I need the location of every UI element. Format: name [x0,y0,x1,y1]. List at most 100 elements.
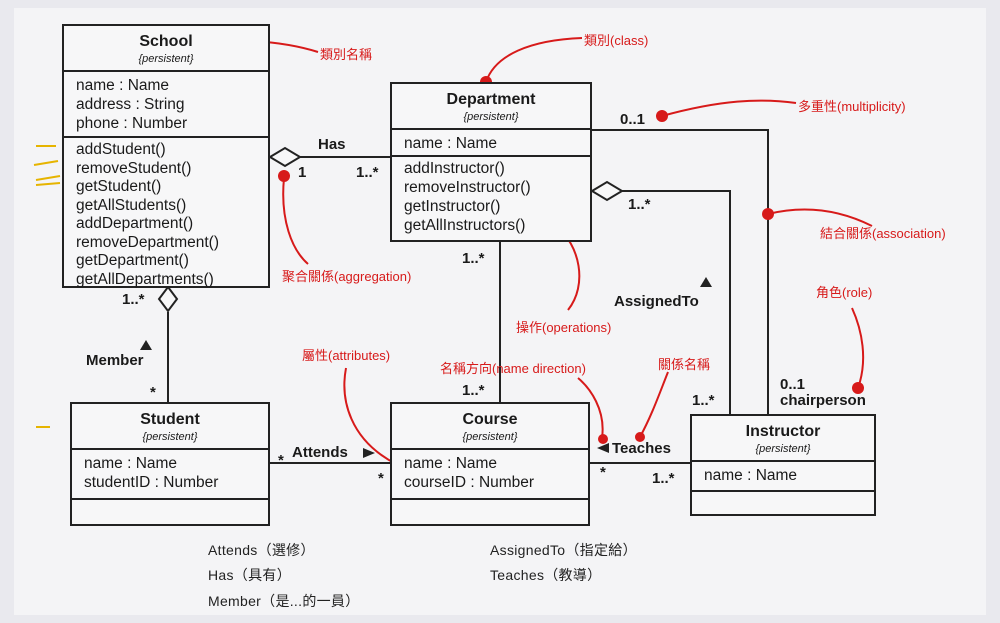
operation: getInstructor() [404,198,501,215]
attribute: address : String [76,96,185,113]
multiplicity-label: 1..* [692,392,715,409]
legend-member: Member（是...的一員） [208,593,360,609]
assignedto-association-line [622,190,731,414]
multiplicity-label: 1..* [356,164,379,181]
class-title: Course [462,411,518,428]
course-operations [392,498,588,500]
operation: removeDepartment() [76,233,219,251]
attribute: name : Name [84,455,178,472]
legend-attends: Attends（選修） [208,542,315,558]
chairperson-role-label: chairperson [780,392,866,409]
multiplicity-label: * [150,384,156,401]
instructor-operations [692,490,874,492]
attribute: name : Name [76,77,170,94]
has-aggregation-diamond [268,146,302,168]
assignedto-direction-arrow [700,277,712,287]
member-label: Member [86,352,144,369]
annotation-attributes: 屬性(attributes) [302,348,391,363]
annotation-multiplicity: 多重性(multiplicity) [798,99,906,114]
student-attributes: name : Name studentID : Number [72,448,268,498]
legend-has: Has（具有） [208,567,291,583]
member-aggregation-diamond [157,285,179,313]
attribute: studentID : Number [84,474,219,491]
annotation-dot [656,110,668,122]
legend-teaches: Teaches（教導） [490,567,602,583]
annotation-dot [278,170,290,182]
school-name-compartment: School {persistent} [64,26,268,70]
annotation-dot [635,432,645,442]
annotation-aggregation: 聚合關係(aggregation) [282,269,412,284]
course-name-compartment: Course {persistent} [392,404,588,448]
attributes-pointer [343,367,397,465]
annotation-class: 類別(class) [584,33,649,48]
multiplicity-label: 0..1 [620,111,646,128]
teaches-direction-arrow [597,443,609,453]
multiplicity-label: 1..* [122,291,145,308]
multiplicity-label: * [600,464,606,481]
class-stereotype: {persistent} [462,431,518,443]
operation: getDepartment() [76,252,189,269]
class-stereotype: {persistent} [463,111,519,123]
class-title: Department [446,91,536,108]
class-title: School [139,33,193,50]
highlight-mark [35,175,61,181]
student-name-compartment: Student {persistent} [72,404,268,448]
annotation-dot [598,434,608,444]
attribute: phone : Number [76,115,188,132]
chairperson-association-line [590,129,769,414]
attribute: name : Name [404,135,498,152]
instructor-attributes: name : Name [692,460,874,490]
multiplicity-pointer [661,99,797,117]
department-class: Department {persistent} name : Name addI… [390,82,592,242]
operation: removeStudent() [76,159,192,177]
has-label: Has [318,136,346,153]
association-pointer [767,208,873,227]
student-class: Student {persistent} name : Name student… [70,402,270,526]
instructor-name-compartment: Instructor {persistent} [692,416,874,460]
name-direction-pointer [577,377,604,439]
class-stereotype: {persistent} [142,431,198,443]
aggregation-pointer [282,177,309,265]
class-stereotype: {persistent} [138,53,194,65]
operation: removeInstructor() [404,179,531,196]
school-operations: addStudent() removeStudent() getStudent(… [64,136,268,292]
multiplicity-label: * [378,470,384,487]
course-class: Course {persistent} name : Name courseID… [390,402,590,526]
class-stereotype: {persistent} [755,443,811,455]
operation: getAllInstructors() [404,217,526,234]
annotation-relation-name: 關係名稱 [658,357,711,372]
class-pointer [485,37,583,83]
multiplicity-label: 1..* [462,382,485,399]
class-title: Student [140,411,200,428]
instructor-class: Instructor {persistent} name : Name [690,414,876,516]
department-operations: addInstructor() removeInstructor() getIn… [392,155,590,237]
operation: getAllStudents() [76,196,187,214]
assignedto-aggregation-diamond [590,180,624,202]
relation-name-pointer [639,371,669,438]
school-attributes: name : Name address : String phone : Num… [64,70,268,136]
operation: addInstructor() [404,160,505,177]
highlight-mark [33,160,59,166]
annotation-role: 角色(role) [816,285,873,300]
annotation-operations: 操作(operations) [516,320,612,335]
school-class: School {persistent} name : Name address … [62,24,270,288]
highlight-mark [35,182,61,186]
teaches-label: Teaches [612,440,671,457]
multiplicity-label: * [278,452,284,469]
multiplicity-label: 1..* [628,196,651,213]
attends-label: Attends [292,444,348,461]
role-pointer [851,307,865,389]
operation: getStudent() [76,178,162,195]
operation: addDepartment() [76,215,194,232]
multiplicity-label: 1 [298,164,307,181]
operation: addStudent() [76,141,166,158]
attribute: courseID : Number [404,474,535,491]
department-name-compartment: Department {persistent} [392,84,590,128]
class-title: Instructor [745,423,821,440]
attribute: name : Name [404,455,498,472]
student-operations [72,498,268,500]
attribute: name : Name [704,467,798,484]
attends-direction-arrow [363,448,375,458]
multiplicity-label: 0..1 [780,376,806,393]
